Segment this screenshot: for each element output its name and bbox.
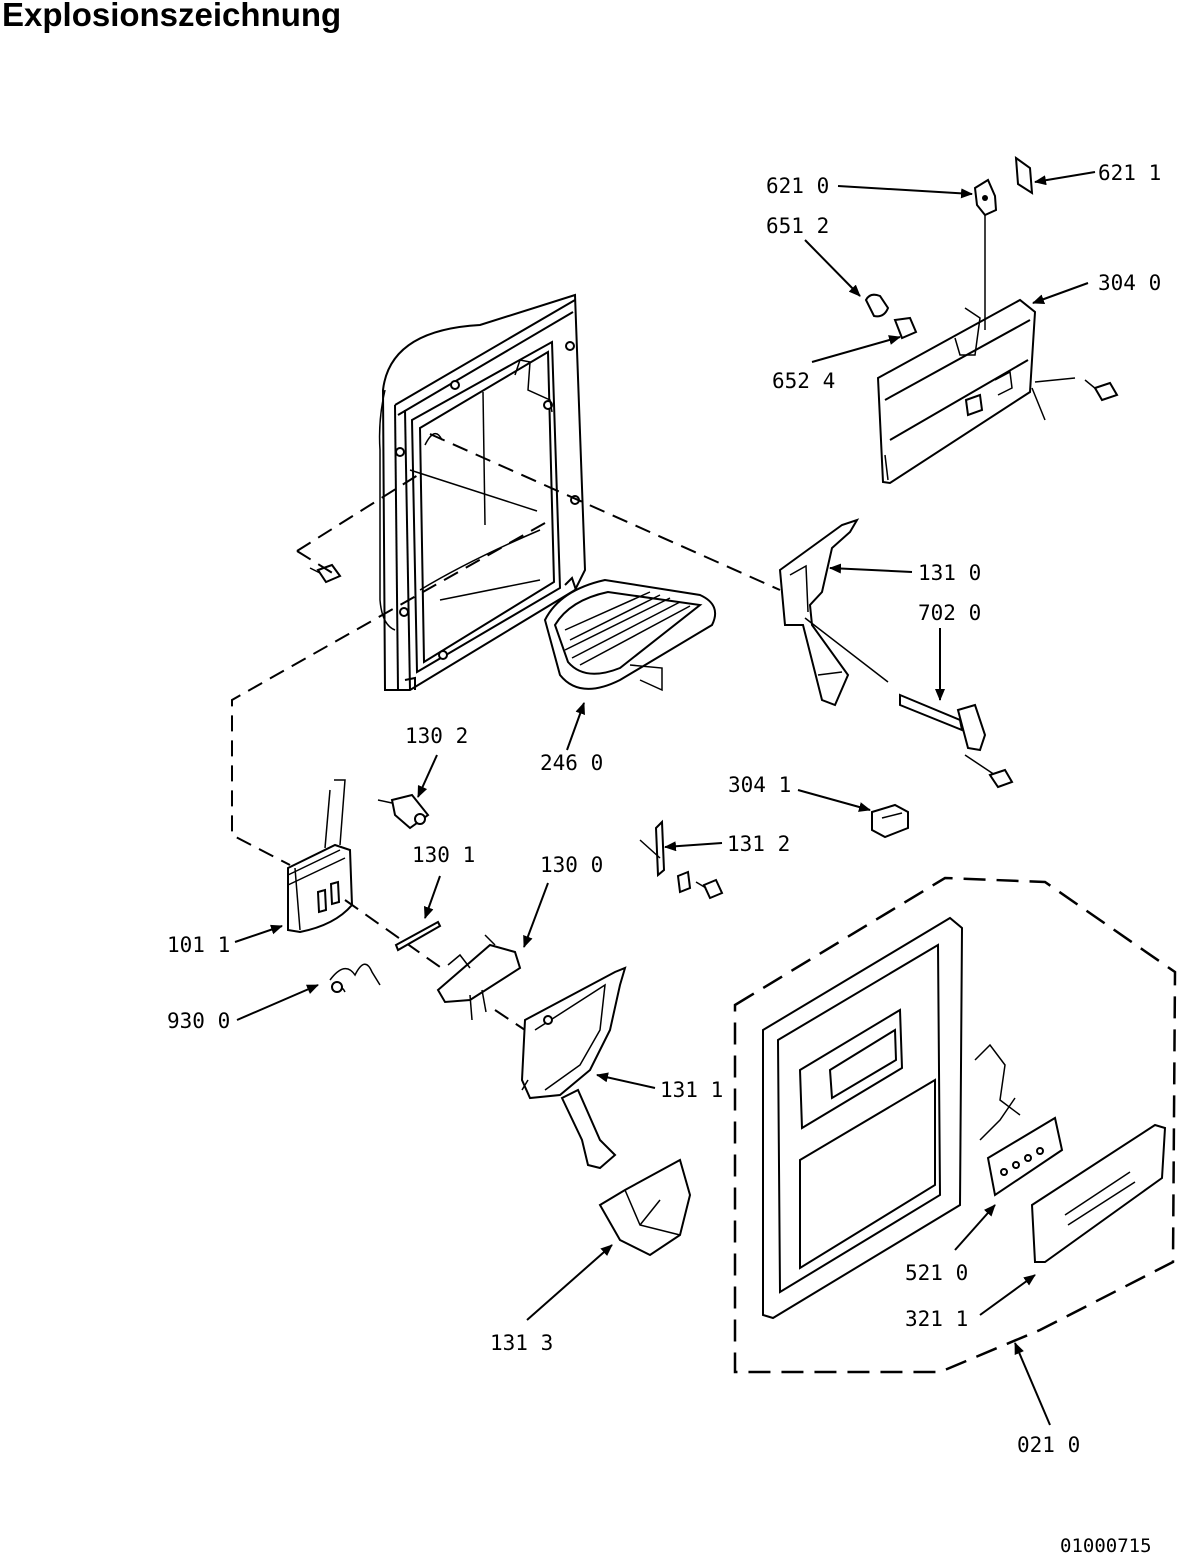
callout-1311: 131 1 [660,1078,723,1102]
spring [329,963,381,993]
callout-7020: 702 0 [918,601,981,625]
callout-1301: 130 1 [412,843,475,867]
connector [871,803,909,839]
callout-9300: 930 0 [167,1009,230,1033]
callout-1011: 101 1 [167,933,230,957]
callout-6512: 651 2 [766,214,829,238]
light-bulb-icon [864,293,918,340]
callout-1300: 130 0 [540,853,603,877]
callout-6210: 621 0 [766,174,829,198]
control-board [974,1043,1064,1197]
document-number: 01000715 [1060,1535,1152,1557]
ice-lever [520,966,627,1170]
actuator-bracket [436,934,522,1021]
front-panel [762,916,964,1320]
callout-6524: 652 4 [772,369,835,393]
screw-icon [1084,379,1119,402]
callout-3041: 304 1 [728,773,791,797]
lamp-holder [973,178,998,330]
micro-switch [639,819,724,900]
water-lever [778,518,860,707]
pin [394,920,442,952]
control-overlay [1030,1123,1167,1263]
light-module [876,298,1076,485]
actuator-rod [899,693,1014,789]
ice-chute [598,1158,692,1257]
callout-6211: 621 1 [1098,161,1161,185]
callout-1302: 130 2 [405,724,468,748]
callout-3040: 304 0 [1098,271,1161,295]
solenoid [377,793,430,830]
callout-1312: 131 2 [727,832,790,856]
dispenser-motor [287,779,354,934]
callout-2460: 246 0 [540,751,603,775]
callout-3211: 321 1 [905,1307,968,1331]
callout-1313: 131 3 [490,1331,553,1355]
page-title: Explosionszeichnung [2,0,342,33]
dispenser-housing [378,293,587,691]
callout-1310: 131 0 [918,561,981,585]
leader-lines [234,171,1096,1426]
drip-tray-grille [543,578,716,692]
screw-icon [309,563,342,584]
callout-5210: 521 0 [905,1261,968,1285]
callout-0210: 021 0 [1017,1433,1080,1457]
cover-plate [1014,155,1034,195]
